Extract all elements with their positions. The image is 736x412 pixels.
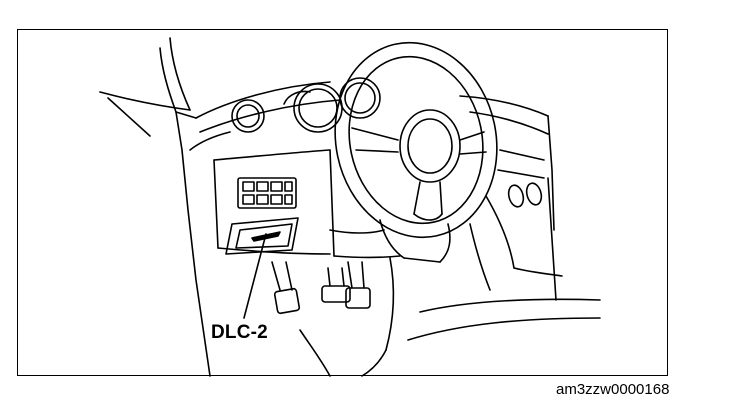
lower-dash-panel <box>213 149 401 259</box>
dlc-2-leader-line <box>243 233 267 319</box>
dlc-2-label: DLC-2 <box>211 322 268 343</box>
center-console <box>469 149 563 301</box>
floor-contour <box>299 257 601 377</box>
figure-id-label: am3zzw0000168 <box>556 381 670 398</box>
steering-column <box>379 219 451 263</box>
pedals <box>271 261 371 315</box>
steering-wheel <box>334 41 498 239</box>
figure-frame <box>17 29 668 376</box>
switch-panel <box>237 177 297 209</box>
a-pillar <box>99 37 211 377</box>
instrument-gauges <box>231 77 381 133</box>
